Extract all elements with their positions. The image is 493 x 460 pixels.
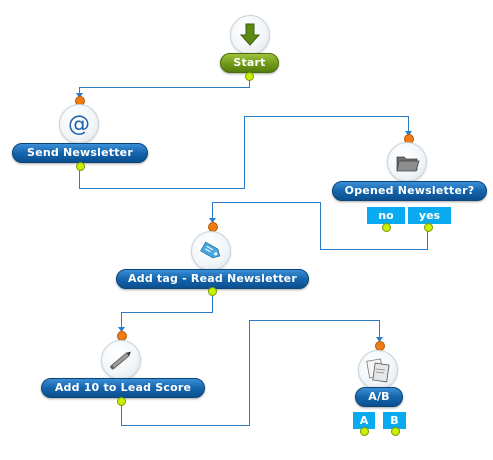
branch-no-output-port[interactable]: [382, 223, 391, 232]
branch-no[interactable]: no: [367, 207, 405, 224]
add-tag-label[interactable]: Add tag - Read Newsletter: [116, 269, 309, 289]
add-tag-output-port[interactable]: [208, 287, 217, 296]
split-test-icon: [358, 350, 398, 390]
branch-b[interactable]: B: [383, 412, 406, 429]
pen-icon: [101, 340, 141, 380]
start-label[interactable]: Start: [220, 53, 279, 73]
add-score-label[interactable]: Add 10 to Lead Score: [41, 378, 205, 398]
ab-label[interactable]: A/B: [355, 387, 403, 407]
branch-a-output-port[interactable]: [360, 427, 369, 436]
connector-start-to-send: [79, 77, 250, 97]
add-score-output-port[interactable]: [117, 397, 126, 406]
at-sign-icon: @: [59, 104, 99, 144]
branch-a[interactable]: A: [353, 412, 375, 429]
opened-newsletter-label[interactable]: Opened Newsletter?: [332, 181, 487, 201]
start-output-port[interactable]: [245, 72, 254, 81]
folder-icon: [387, 142, 427, 182]
down-arrow-icon: [230, 15, 270, 55]
svg-text:@: @: [68, 112, 90, 137]
branch-yes[interactable]: yes: [408, 207, 451, 224]
branch-yes-output-port[interactable]: [424, 223, 433, 232]
connector-score-to-ab: [121, 320, 380, 426]
tag-icon: [191, 231, 231, 271]
connector-yes-to-tag: [212, 202, 428, 250]
connector-tag-to-score: [121, 288, 213, 331]
send-newsletter-label[interactable]: Send Newsletter: [12, 143, 148, 163]
send-newsletter-output-port[interactable]: [76, 162, 85, 171]
branch-b-output-port[interactable]: [391, 427, 400, 436]
connector-send-to-opened: [79, 116, 409, 189]
